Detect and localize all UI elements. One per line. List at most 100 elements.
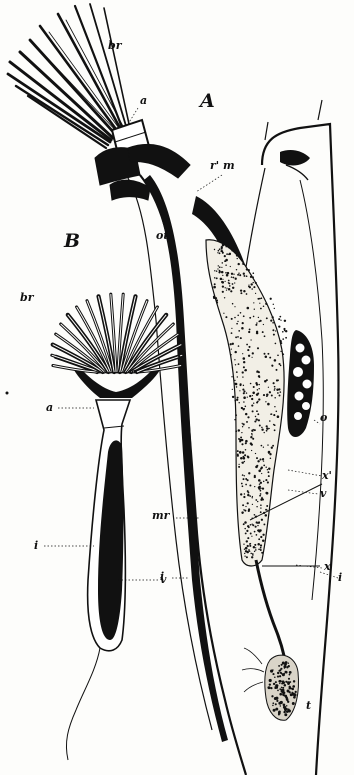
gut-stipple-dot	[266, 425, 268, 427]
testis-stipple-dot	[283, 711, 285, 713]
testis-stipple-dot	[293, 680, 295, 682]
gut-stipple-dot	[242, 474, 244, 476]
gut-stipple-dot	[252, 410, 254, 412]
gut-stipple-dot	[280, 351, 281, 352]
gut-stipple-dot	[242, 504, 244, 506]
gut-stipple-dot	[253, 386, 255, 388]
gut-stipple-dot	[263, 460, 264, 461]
gut-stipple-dot	[249, 545, 251, 547]
testis-stipple-dot	[288, 665, 290, 667]
testis-stipple-dot	[292, 688, 294, 690]
gut-stipple-dot	[238, 345, 240, 347]
testis-stipple-dot	[279, 693, 282, 696]
gut-stipple-dot	[258, 486, 261, 489]
gut-stipple-dot	[240, 437, 242, 439]
gut-stipple-dot	[274, 429, 276, 431]
gut-stipple-dot	[250, 276, 252, 278]
gut-stipple-dot	[230, 343, 232, 345]
gut-stipple-dot	[256, 521, 258, 523]
gut-stipple-dot	[274, 406, 275, 407]
gut-stipple-dot	[226, 274, 229, 277]
gut-stipple-dot	[237, 397, 239, 399]
gut-stipple-dot	[269, 453, 271, 455]
gut-stipple-dot	[256, 331, 258, 333]
gut-stipple-dot	[258, 470, 261, 473]
gut-stipple-dot	[265, 509, 267, 511]
gut-stipple-dot	[251, 434, 252, 435]
gut-stipple-dot	[248, 284, 249, 285]
gut-stipple-dot	[264, 353, 266, 355]
gut-stipple-dot	[251, 536, 252, 537]
gut-stipple-dot	[231, 249, 234, 252]
gut-stipple-dot	[222, 262, 224, 264]
gut-stipple-dot	[228, 246, 230, 248]
gut-stipple-dot	[243, 366, 245, 368]
testis-stipple-dot	[275, 703, 277, 705]
gut-stipple-dot	[269, 391, 271, 393]
gut-stipple-dot	[241, 462, 243, 464]
gut-stipple-dot	[255, 293, 256, 294]
gut-stipple-dot	[242, 451, 245, 454]
gut-stipple-dot	[237, 274, 239, 276]
gut-stipple-dot	[234, 380, 235, 381]
gut-stipple-dot	[222, 281, 225, 284]
testis-stipple-dot	[272, 673, 274, 675]
gut-stipple-dot	[274, 389, 276, 391]
figure-b-collar	[74, 370, 160, 398]
testis-stipple-dot	[282, 693, 285, 696]
testis-stipple-dot	[278, 670, 280, 672]
gut-stipple-dot	[266, 317, 268, 319]
label-a-t: t	[306, 700, 311, 711]
gut-stipple-dot	[256, 534, 258, 536]
gut-stipple-dot	[243, 457, 246, 460]
gut-stipple-dot	[271, 413, 272, 414]
gut-stipple-dot	[252, 555, 253, 556]
testis-stipple-dot	[284, 684, 287, 687]
gut-stipple-dot	[238, 254, 239, 255]
gut-stipple-dot	[213, 286, 216, 289]
gut-stipple-dot	[247, 492, 249, 494]
gut-stipple-dot	[218, 271, 220, 273]
gut-stipple-dot	[246, 392, 247, 393]
gut-stipple-dot	[247, 396, 248, 397]
gut-stipple-dot	[235, 278, 237, 280]
gut-stipple-dot	[261, 427, 263, 429]
gut-stipple-dot	[264, 432, 265, 433]
gut-stipple-dot	[226, 288, 227, 289]
testis-stipple-dot	[273, 709, 276, 712]
gut-stipple-dot	[262, 540, 264, 542]
gut-stipple-dot	[276, 389, 278, 391]
gut-stipple-dot	[231, 349, 232, 350]
gut-stipple-dot	[262, 487, 264, 489]
gut-stipple-dot	[230, 247, 231, 248]
gut-stipple-dot	[238, 464, 239, 465]
gut-stipple-dot	[261, 429, 263, 431]
gut-stipple-dot	[232, 396, 234, 398]
gut-stipple-dot	[264, 335, 266, 337]
testis-stipple-dot	[282, 680, 285, 683]
testis-stipple-dot	[288, 662, 289, 663]
gut-stipple-dot	[217, 268, 218, 269]
gut-stipple-dot	[255, 526, 257, 528]
gut-stipple-dot	[255, 382, 257, 384]
gut-stipple-dot	[240, 312, 242, 314]
testis-stipple-dot	[287, 709, 289, 711]
gut-stipple-dot	[234, 246, 235, 247]
gut-stipple-dot	[241, 407, 243, 409]
gut-stipple-dot	[237, 336, 239, 338]
gut-stipple-dot	[271, 395, 273, 397]
gut-stipple-dot	[253, 546, 255, 548]
gut-stipple-dot	[232, 303, 234, 305]
gut-stipple-dot	[228, 280, 230, 282]
gut-stipple-dot	[225, 287, 226, 288]
gut-stipple-dot	[231, 273, 233, 275]
gut-stipple-dot	[241, 327, 244, 330]
testis-stipple-dot	[288, 678, 290, 680]
gut-stipple-dot	[267, 444, 268, 445]
gut-stipple-dot	[248, 269, 250, 271]
testis-stipple-dot	[289, 671, 292, 674]
gut-stipple-dot	[267, 353, 269, 355]
gut-stipple-dot	[250, 533, 252, 535]
gut-stipple-dot	[263, 481, 264, 482]
